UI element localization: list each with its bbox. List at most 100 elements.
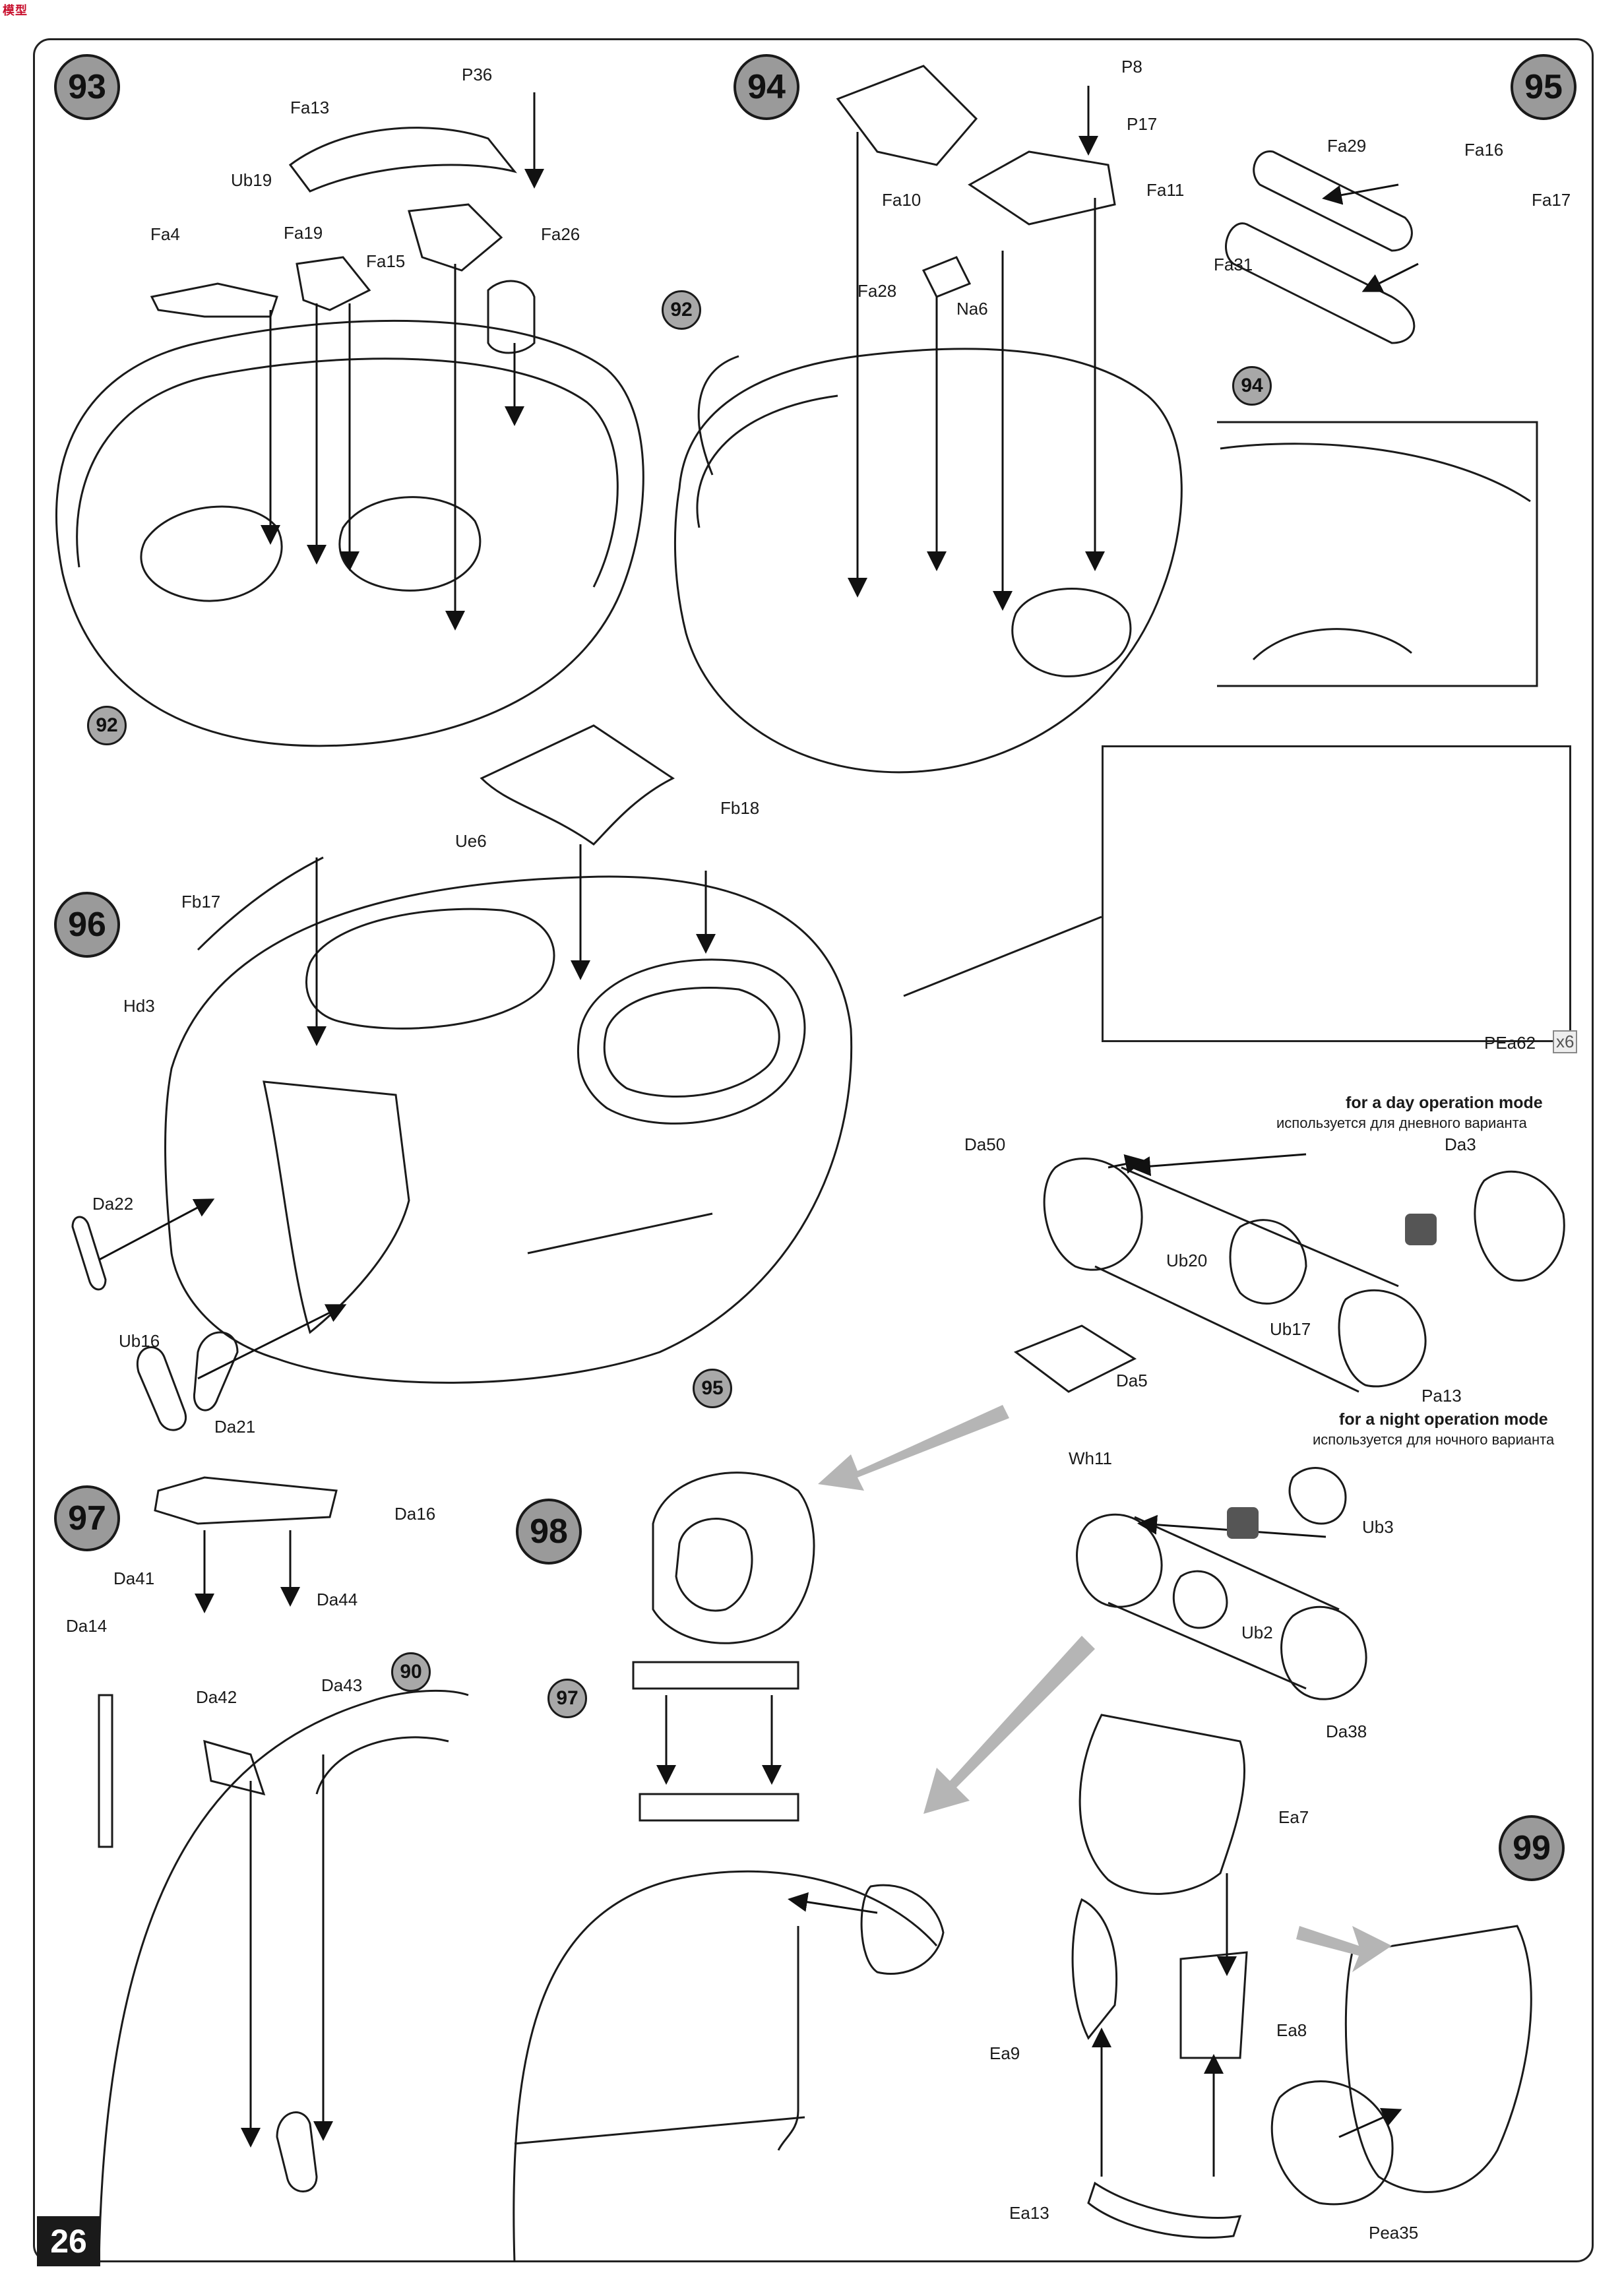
label-da43: Da43 — [321, 1675, 363, 1695]
label-pea35: Pea35 — [1369, 2223, 1419, 2243]
label-da16: Da16 — [394, 1504, 436, 1524]
label-p17: P17 — [1127, 114, 1158, 134]
turret-top-96 — [164, 875, 853, 1384]
part-da38 — [1280, 1605, 1367, 1700]
part-fa26 — [487, 280, 536, 354]
part-fa11 — [968, 150, 1116, 226]
label-fa19: Fa19 — [284, 223, 323, 243]
note-day-mode-en: for a day operation mode — [1346, 1094, 1543, 1112]
label-ea8: Ea8 — [1276, 2020, 1307, 2040]
part-pa13 — [1338, 1289, 1427, 1388]
label-wh11: Wh11 — [1069, 1448, 1112, 1468]
part-da16 — [154, 1476, 338, 1525]
step-number-98: 98 — [516, 1499, 582, 1565]
part-da50 — [1043, 1158, 1143, 1271]
label-ub2: Ub2 — [1241, 1623, 1273, 1642]
label-fa15: Fa15 — [366, 251, 406, 271]
label-fa28: Fa28 — [858, 281, 897, 301]
swap-arrows-icon — [1227, 1507, 1259, 1539]
label-ub3: Ub3 — [1362, 1517, 1394, 1537]
label-ub20: Ub20 — [1166, 1251, 1208, 1270]
label-da14: Da14 — [66, 1616, 108, 1636]
part-da14 — [98, 1694, 113, 1848]
label-ub16: Ub16 — [119, 1331, 160, 1351]
label-na6: Na6 — [956, 299, 988, 319]
note-day-mode-ru: используется для дневного варианта — [1276, 1115, 1527, 1131]
part-ub17 — [1229, 1219, 1307, 1305]
direction-arrow-icon — [818, 1405, 1392, 1972]
label-fb18: Fb18 — [720, 798, 760, 818]
label-da5: Da5 — [1116, 1371, 1148, 1390]
part-fa13 — [288, 127, 517, 193]
turret-hull-94 — [673, 348, 1183, 774]
searchlight-98 — [652, 1472, 815, 1644]
part-ue6 — [480, 724, 675, 846]
label-fa10: Fa10 — [882, 190, 921, 210]
step-number-94: 94 — [734, 54, 799, 120]
ref-step-92: 92 — [662, 290, 701, 330]
label-pea62: PEa62 — [1484, 1033, 1536, 1053]
quantity-badge: x6 — [1553, 1030, 1578, 1053]
part-pea35 — [1270, 2080, 1394, 2206]
label-ue6: Ue6 — [455, 831, 487, 851]
part-ub16 — [136, 1346, 187, 1431]
part-fb17 — [197, 856, 324, 951]
label-ea7: Ea7 — [1278, 1807, 1309, 1827]
part-da42 — [203, 1739, 266, 1796]
label-fa17: Fa17 — [1532, 190, 1571, 210]
label-p8: P8 — [1121, 57, 1142, 77]
part-fa29 — [1253, 150, 1413, 252]
ref-step-95: 95 — [693, 1369, 732, 1408]
part-ub3 — [1288, 1467, 1347, 1525]
part-da3 — [1474, 1170, 1565, 1282]
label-fb17: Fb17 — [181, 892, 221, 912]
turret-hull-93 — [55, 319, 644, 747]
label-ea9: Ea9 — [989, 2043, 1020, 2063]
label-ub19: Ub19 — [231, 170, 272, 190]
swap-arrows-icon — [1405, 1214, 1437, 1245]
step-number-97: 97 — [54, 1485, 120, 1551]
label-da21: Da21 — [214, 1417, 256, 1437]
label-da22: Da22 — [92, 1194, 134, 1214]
label-hd3: Hd3 — [123, 996, 155, 1016]
part-fa28 — [921, 256, 972, 298]
note-night-mode-ru: используется для ночного варианта — [1313, 1431, 1555, 1448]
label-da44: Da44 — [317, 1590, 358, 1609]
ref-step-90: 90 — [391, 1652, 431, 1692]
label-da3: Da3 — [1445, 1134, 1476, 1154]
part-da22 — [71, 1216, 107, 1291]
logo-text: 模型 — [3, 4, 28, 17]
part-ub2 — [1172, 1570, 1228, 1629]
part-da21 — [193, 1331, 239, 1412]
part-wh11 — [1076, 1513, 1163, 1608]
step-number-95: 95 — [1511, 54, 1577, 120]
detail-inset — [1102, 745, 1571, 1042]
part-fa4 — [150, 282, 278, 318]
label-fa13: Fa13 — [290, 98, 330, 117]
label-fa11: Fa11 — [1146, 180, 1185, 200]
label-fa16: Fa16 — [1464, 140, 1504, 160]
ref-step-94: 94 — [1232, 366, 1272, 406]
part-ea8 — [1179, 1951, 1248, 2059]
part-fa19 — [296, 256, 371, 311]
page-frame — [33, 38, 1594, 2262]
publisher-logo: 模型 — [3, 1, 45, 28]
label-da50: Da50 — [964, 1134, 1006, 1154]
part-ea9 — [1071, 1898, 1117, 2040]
part-ea7 — [1078, 1714, 1245, 1895]
step-number-99: 99 — [1499, 1815, 1565, 1881]
label-ub17: Ub17 — [1270, 1319, 1311, 1339]
assembled-mantlet-99 — [1344, 1925, 1532, 2193]
step-number-96: 96 — [54, 892, 120, 958]
part-ea13 — [1087, 2181, 1242, 2239]
label-fa4: Fa4 — [150, 224, 180, 244]
label-da41: Da41 — [113, 1568, 155, 1588]
part-fa31 — [1225, 222, 1416, 344]
note-night-mode-en: for a night operation mode — [1339, 1410, 1548, 1429]
label-da42: Da42 — [196, 1687, 237, 1707]
ref-step-97: 97 — [547, 1679, 587, 1718]
label-fa31: Fa31 — [1214, 255, 1253, 274]
part-fa10 — [836, 65, 978, 166]
